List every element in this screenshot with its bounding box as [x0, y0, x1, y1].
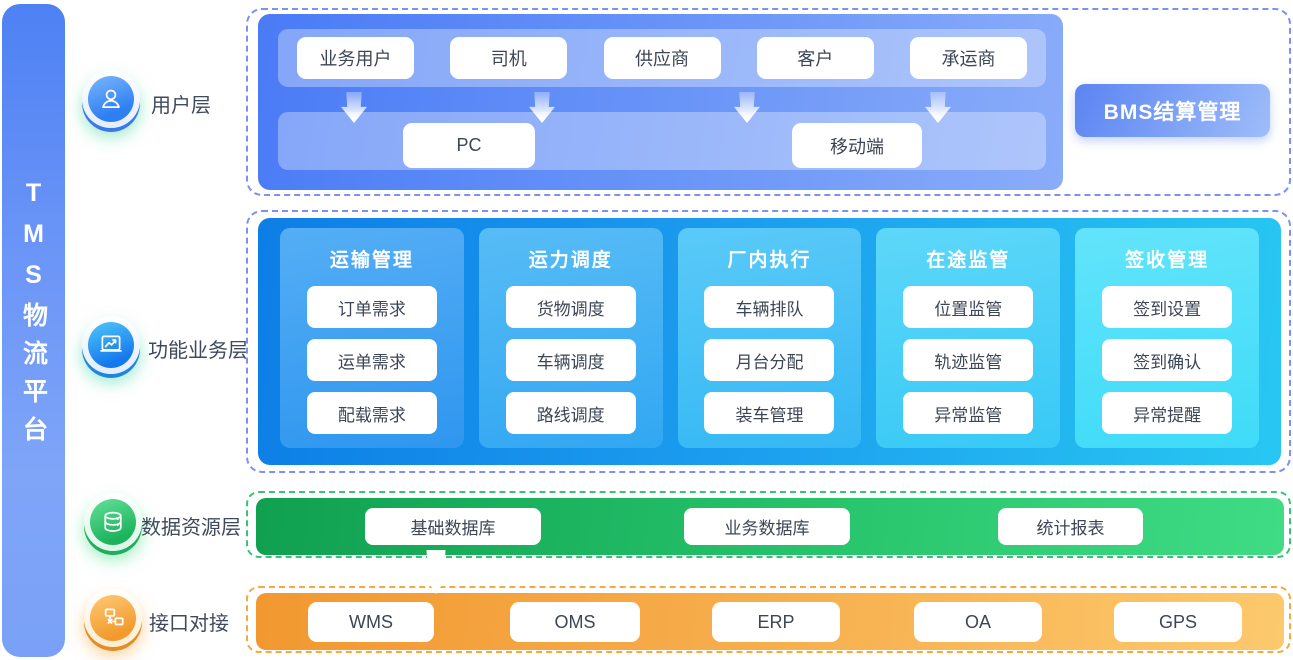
function-item: 路线调度 [505, 392, 636, 434]
function-column: 签收管理 签到设置 签到确认 异常提醒 [1075, 228, 1259, 448]
data-item: 统计报表 [998, 508, 1143, 545]
devices-band: PC 移动端 [278, 112, 1046, 170]
function-item: 签到设置 [1102, 286, 1233, 328]
role-box: 司机 [450, 37, 568, 79]
function-layer-frame: 运输管理 订单需求 运单需求 配载需求 运力调度 货物调度 车辆调度 路线调度 … [246, 210, 1291, 473]
roles-band: 业务用户 司机 供应商 客户 承运商 [278, 29, 1046, 87]
api-item: OA [914, 602, 1042, 642]
api-layer-label: 接口对接 [149, 613, 229, 635]
database-icon [90, 499, 136, 545]
function-column: 运输管理 订单需求 运单需求 配载需求 [280, 228, 464, 448]
column-title: 运力调度 [528, 250, 613, 271]
user-layer-frame: 业务用户 司机 供应商 客户 承运商 PC 移动端 [246, 8, 1291, 196]
chart-board-icon [88, 322, 134, 368]
api-item: WMS [308, 602, 434, 642]
function-item: 订单需求 [306, 286, 437, 328]
device-box: 移动端 [792, 123, 922, 168]
role-box: 承运商 [910, 37, 1027, 79]
function-item: 异常监管 [903, 392, 1034, 434]
person-icon [88, 76, 134, 122]
function-column: 运力调度 货物调度 车辆调度 路线调度 [478, 228, 663, 448]
user-layer-label: 用户层 [151, 95, 211, 117]
data-item: 业务数据库 [684, 508, 850, 545]
device-box: PC [403, 123, 535, 168]
function-column: 在途监管 位置监管 轨迹监管 异常监管 [876, 228, 1061, 448]
api-layer-badge [84, 589, 142, 647]
column-title: 在途监管 [926, 250, 1011, 271]
function-item: 签到确认 [1102, 339, 1233, 381]
function-item: 货物调度 [505, 286, 636, 328]
platform-rail: TMS物流平台 [2, 4, 65, 657]
column-title: 运输管理 [329, 250, 414, 271]
data-layer-frame: 基础数据库 业务数据库 统计报表 [246, 491, 1291, 558]
data-item: 基础数据库 [365, 508, 541, 545]
column-title: 签收管理 [1125, 250, 1210, 271]
role-box: 供应商 [603, 37, 721, 79]
bms-settlement-box: BMS结算管理 [1075, 84, 1270, 137]
api-item: ERP [712, 602, 840, 642]
function-item: 月台分配 [704, 339, 835, 381]
data-layer-box: 基础数据库 业务数据库 统计报表 [256, 498, 1284, 555]
function-layer-label: 功能业务层 [148, 340, 248, 362]
function-layer-box: 运输管理 订单需求 运单需求 配载需求 运力调度 货物调度 车辆调度 路线调度 … [258, 218, 1281, 465]
function-column: 厂内执行 车辆排队 月台分配 装车管理 [677, 228, 862, 448]
platform-title: TMS物流平台 [19, 179, 48, 454]
api-layer-frame: WMS OMS ERP OA GPS [246, 586, 1291, 653]
user-layer-box: 业务用户 司机 供应商 客户 承运商 PC 移动端 [258, 14, 1063, 190]
function-layer-badge [82, 316, 140, 374]
data-layer-label: 数据资源层 [141, 517, 241, 539]
role-box: 业务用户 [297, 37, 414, 79]
function-item: 配载需求 [306, 392, 437, 434]
function-item: 装车管理 [704, 392, 835, 434]
api-item: GPS [1114, 602, 1242, 642]
role-box: 客户 [756, 37, 874, 79]
api-flow-icon [90, 595, 136, 641]
function-item: 运单需求 [306, 339, 437, 381]
function-item: 轨迹监管 [903, 339, 1034, 381]
user-layer-badge [82, 70, 140, 128]
function-item: 位置监管 [903, 286, 1034, 328]
function-item: 车辆调度 [505, 339, 636, 381]
column-title: 厂内执行 [727, 250, 812, 271]
data-layer-badge [84, 493, 142, 551]
api-item: OMS [510, 602, 640, 642]
api-layer-box: WMS OMS ERP OA GPS [256, 593, 1284, 650]
function-item: 车辆排队 [704, 286, 835, 328]
function-item: 异常提醒 [1102, 392, 1233, 434]
